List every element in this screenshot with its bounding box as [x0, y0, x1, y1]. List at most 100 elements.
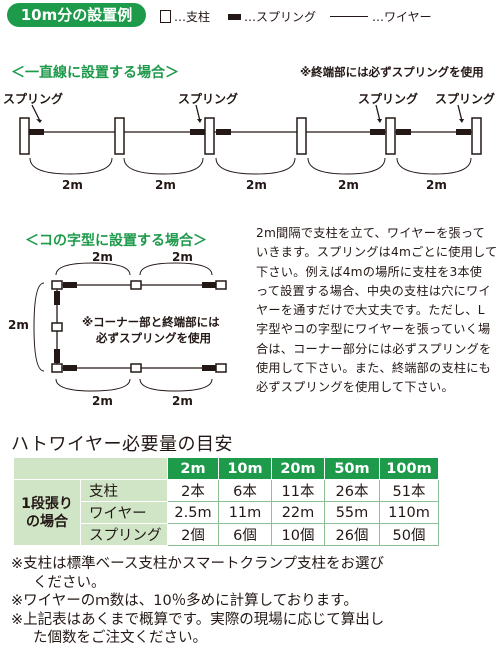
spring-6: [456, 129, 471, 135]
table-cell: 50個: [379, 523, 439, 546]
spring-3: [216, 129, 231, 135]
footnote-line: ※支柱は標準ベース支柱かスマートクランプ支柱をお選び: [11, 556, 385, 572]
straight-line-diagram: [19, 104, 482, 175]
u-distance-bottom-1: 2m: [92, 394, 113, 408]
straight-section-title: ＜一直線に設置する場合＞: [11, 65, 179, 81]
table-corner-cell: [13, 457, 168, 480]
table-cell: 26本: [324, 479, 380, 502]
u-distance-top-2: 2m: [172, 250, 193, 264]
page-title-badge: 10m分の設置例: [7, 3, 146, 27]
table-item-label: 支柱: [80, 479, 168, 502]
post-5: [385, 117, 396, 155]
table-col-header: 10m: [218, 457, 272, 480]
post-1: [19, 117, 30, 155]
legend-post: …支柱: [160, 8, 210, 25]
footnote-line: ※ワイヤーのｍ数は、10％多めに計算しております。: [11, 593, 358, 609]
u-shape-note-line1: ※コーナー部と終端部には: [82, 315, 220, 329]
description-line: 2m間隔で支柱を立て、ワイヤーを張って: [256, 226, 486, 240]
table-row: スプリング 2個 6個 10個 26個 50個: [14, 523, 439, 546]
u-spring-bottom-corner: [63, 365, 77, 371]
u-post-bottom-mid: [130, 363, 142, 373]
u-spring-bottom-end: [202, 365, 216, 371]
description-line: 必ずスプリングを使用して下さい。: [256, 380, 454, 395]
u-shape-section-title: ＜コの字型に設置する場合＞: [25, 233, 207, 249]
distance-label-4: 2m: [338, 178, 359, 192]
footnote-line: ※上記表はあくまで概算です。実際の現場に応じて算出し: [11, 611, 385, 628]
footnote-line: ください。: [33, 574, 106, 591]
u-spring-left-bottom: [54, 349, 60, 363]
table-title: ハトワイヤー必要量の目安: [11, 434, 233, 455]
footnote-line: た個数をご注文ください。: [33, 630, 207, 646]
table-col-header: 2m: [167, 457, 219, 480]
table-cell: 10個: [271, 523, 325, 546]
table-item-label: スプリング: [80, 523, 168, 546]
table-row: ワイヤー 2.5m 11m 22m 55m 110m: [14, 501, 439, 524]
spring-4: [370, 129, 385, 135]
post-icon: [160, 10, 171, 23]
u-post-corner-top: [51, 280, 63, 290]
spring-label-3: スプリング: [358, 92, 419, 106]
u-spring-top-end: [202, 282, 216, 288]
u-post-left-mid: [51, 322, 63, 332]
post-6: [471, 117, 482, 155]
distance-label-2: 2m: [155, 178, 176, 192]
table-cell: 55m: [324, 501, 380, 524]
spring-label-2: スプリング: [178, 92, 239, 106]
u-spring-left-top: [54, 291, 60, 305]
distance-label-3: 2m: [246, 178, 267, 192]
table-row-header: 1段張り の場合: [13, 479, 81, 546]
description-line: 下さい。例えば4mの場所に支柱を3本使: [256, 264, 483, 279]
table-cell: 110m: [379, 501, 439, 524]
u-distance-top-1: 2m: [92, 250, 113, 264]
description-line: って設置する場合、中央の支柱は穴にワイ: [256, 283, 491, 298]
table-col-header: 50m: [324, 457, 380, 480]
spring-5: [396, 129, 411, 135]
straight-note: ※終端部には必ずスプリングを使用: [300, 65, 484, 79]
table-cell: 11本: [271, 479, 325, 502]
spring-label-4: スプリング: [435, 92, 496, 106]
u-post-top-mid: [130, 280, 142, 290]
post-2: [114, 117, 125, 155]
post-3: [204, 117, 215, 155]
description-line: ヤーを通すだけで大丈夫です。ただし、L: [256, 303, 485, 318]
table-cell: 2本: [167, 479, 219, 502]
table-header-row: 2m 10m 20m 50m 100m: [13, 457, 439, 480]
u-shape-diagram: [33, 262, 227, 392]
table-cell: 26個: [324, 523, 380, 546]
u-spring-top-corner: [63, 282, 77, 288]
distance-label-5: 2m: [426, 178, 447, 192]
wire-icon: [330, 16, 368, 17]
description-line: いきます。スプリングは4mごとに使用して: [256, 245, 498, 260]
u-distance-left: 2m: [8, 318, 29, 332]
table-cell: 6個: [218, 523, 272, 546]
description-paragraph: 2m間隔で支柱を立て、ワイヤーを張って いきます。スプリングは4mごとに使用して…: [256, 224, 498, 398]
table-cell: 51本: [379, 479, 439, 502]
post-4: [296, 117, 307, 155]
description-line: 字型やコの字型にワイヤーを張っていく場: [256, 322, 491, 337]
description-line: 合は、コーナー部分には必ずスプリングを: [256, 341, 492, 356]
table-cell: 2個: [167, 523, 219, 546]
table-cell: 22m: [271, 501, 325, 524]
table-col-header: 100m: [379, 457, 439, 480]
distance-label-1: 2m: [62, 178, 83, 192]
u-distance-bottom-2: 2m: [172, 394, 193, 408]
spring-1: [29, 129, 44, 135]
table-cell: 11m: [218, 501, 272, 524]
wire-requirements-table: 2m 10m 20m 50m 100m 1段張り の場合 支柱 2本 6本 11…: [13, 457, 439, 546]
u-shape-note-line2: 必ずスプリングを使用: [96, 331, 211, 345]
legend-wire: …ワイヤー: [330, 8, 432, 25]
u-post-bottom-end: [215, 363, 227, 373]
table-cell: 6本: [218, 479, 272, 502]
table-row: 1段張り の場合 支柱 2本 6本 11本 26本 51本: [13, 479, 439, 546]
table-cell: 2.5m: [167, 501, 219, 524]
spring-2: [190, 129, 205, 135]
spring-icon: [228, 14, 241, 20]
legend-spring: …スプリング: [228, 8, 316, 25]
u-post-corner-bottom: [51, 363, 63, 373]
u-post-top-end: [215, 280, 227, 290]
description-line: 使用して下さい。また、終端部の支柱にも: [256, 361, 491, 376]
spring-label-1: スプリング: [3, 92, 64, 106]
footnotes: ※支柱は標準ベース支柱かスマートクランプ支柱をお選び ください。 ※ワイヤーのｍ…: [11, 555, 497, 648]
table-item-label: ワイヤー: [80, 501, 168, 524]
table-col-header: 20m: [271, 457, 325, 480]
